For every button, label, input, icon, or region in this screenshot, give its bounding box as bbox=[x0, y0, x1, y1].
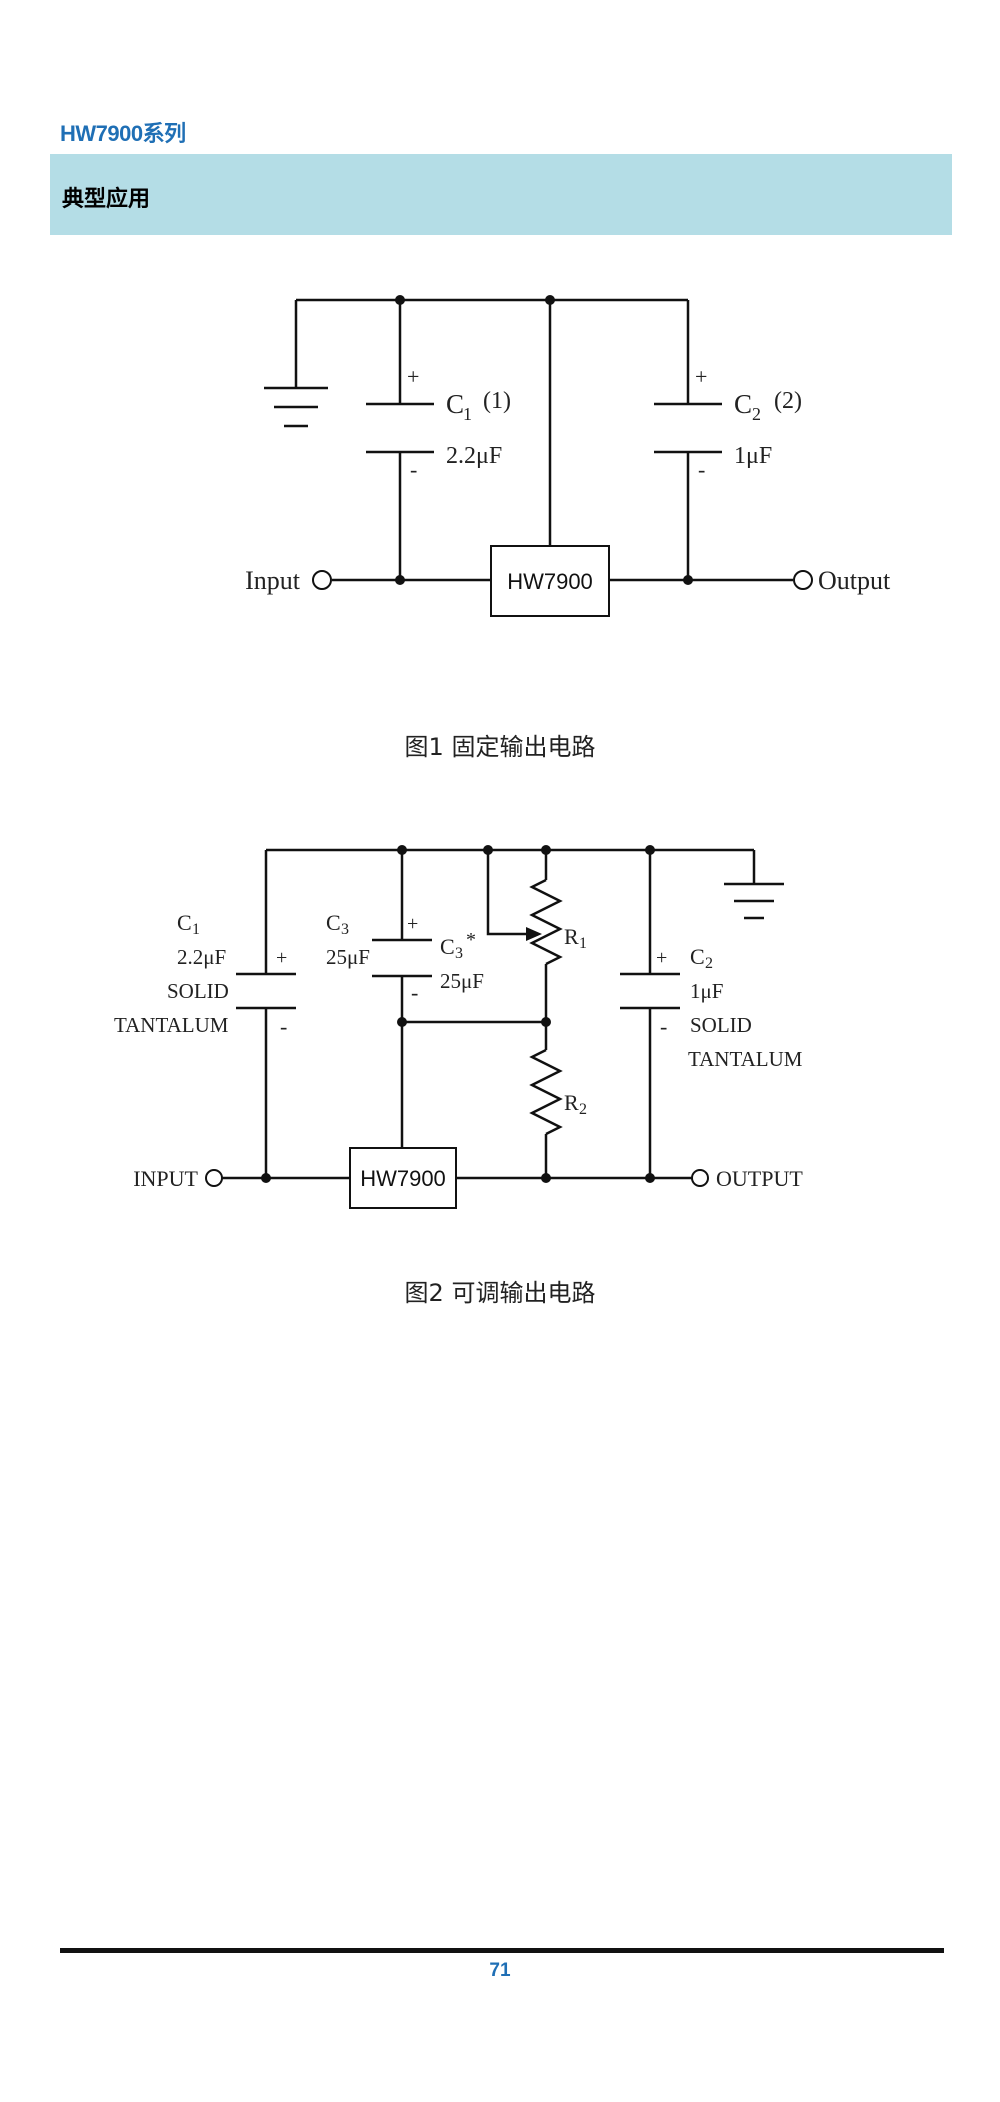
figure2-c2-type1: SOLID bbox=[690, 1013, 752, 1037]
section-header-bar: 典型应用 bbox=[50, 154, 952, 235]
series-title: HW7900系列 bbox=[60, 121, 186, 146]
figure2-c2-name: C bbox=[690, 944, 705, 969]
figure2-c1-type1: SOLID bbox=[167, 979, 229, 1003]
figure2-r1-sub: 1 bbox=[579, 935, 587, 952]
figure2-c2-minus: - bbox=[660, 1014, 667, 1039]
figure1-caption: 图1 固定输出电路 bbox=[404, 733, 596, 761]
figure1-c1-plus: + bbox=[407, 364, 419, 389]
figure2-c2-type2: TANTALUM bbox=[688, 1047, 803, 1071]
figure2-c3star-star: * bbox=[466, 929, 476, 951]
figure2-c3-plus: + bbox=[407, 913, 418, 935]
figure2-c3-sub: 3 bbox=[341, 921, 349, 938]
figure2-caption: 图2 可调输出电路 bbox=[404, 1279, 596, 1307]
figure2-c3-minus: - bbox=[411, 980, 418, 1005]
figure1-input-label: Input bbox=[245, 566, 301, 595]
figure2-c1-name: C bbox=[177, 910, 192, 935]
page-number: 71 bbox=[489, 1960, 511, 1981]
figure2-r1-name: R bbox=[564, 924, 579, 949]
figure1-c1-minus: - bbox=[410, 457, 417, 482]
figure1-ic-label: HW7900 bbox=[507, 569, 593, 594]
figure1-c2-sub: 2 bbox=[752, 404, 761, 424]
figure2-c2-plus: + bbox=[656, 947, 667, 969]
figure2-output-label: OUTPUT bbox=[716, 1166, 803, 1191]
figure2-c1-minus: - bbox=[280, 1014, 287, 1039]
figure1-c2-name: C bbox=[734, 389, 752, 419]
figure1-circuit-diagram: HW7900 Input Output + - C 1 (1) 2.2μF + … bbox=[245, 295, 891, 617]
section-title: 典型应用 bbox=[62, 186, 151, 211]
figure2-c1-type2: TANTALUM bbox=[114, 1013, 229, 1037]
figure2-c3star-value: 25μF bbox=[440, 969, 484, 993]
figure1-c1-note: (1) bbox=[483, 388, 511, 414]
figure2-c2-sub: 2 bbox=[705, 955, 713, 972]
figure1-c1-name: C bbox=[446, 389, 464, 419]
figure2-input-label: INPUT bbox=[133, 1166, 198, 1191]
figure1-c2-minus: - bbox=[698, 457, 705, 482]
figure2-circuit-diagram: HW7900 INPUT OUTPUT C 1 2.2μF SOLID TANT… bbox=[114, 845, 803, 1209]
figure1-c2-value: 1μF bbox=[734, 443, 772, 469]
figure1-output-label: Output bbox=[818, 566, 891, 595]
footer-rule bbox=[60, 1948, 944, 1953]
figure1-c1-value: 2.2μF bbox=[446, 443, 502, 469]
figure2-c3-name: C bbox=[326, 910, 341, 935]
figure2-c3star-name: C bbox=[440, 934, 455, 959]
figure2-c3-value: 25μF bbox=[326, 945, 370, 969]
figure2-c1-value: 2.2μF bbox=[177, 945, 226, 969]
figure2-c2-value: 1μF bbox=[690, 979, 723, 1003]
figure2-c1-sub: 1 bbox=[192, 921, 200, 938]
figure2-ic-label: HW7900 bbox=[360, 1166, 446, 1191]
figure1-c1-sub: 1 bbox=[463, 404, 472, 424]
figure1-c2-note: (2) bbox=[774, 388, 802, 414]
figure2-r2-name: R bbox=[564, 1090, 579, 1115]
figure2-c1-plus: + bbox=[276, 947, 287, 969]
figure2-r2-sub: 2 bbox=[579, 1101, 587, 1118]
figure1-c2-plus: + bbox=[695, 364, 707, 389]
figure2-c3star-sub: 3 bbox=[455, 945, 463, 962]
